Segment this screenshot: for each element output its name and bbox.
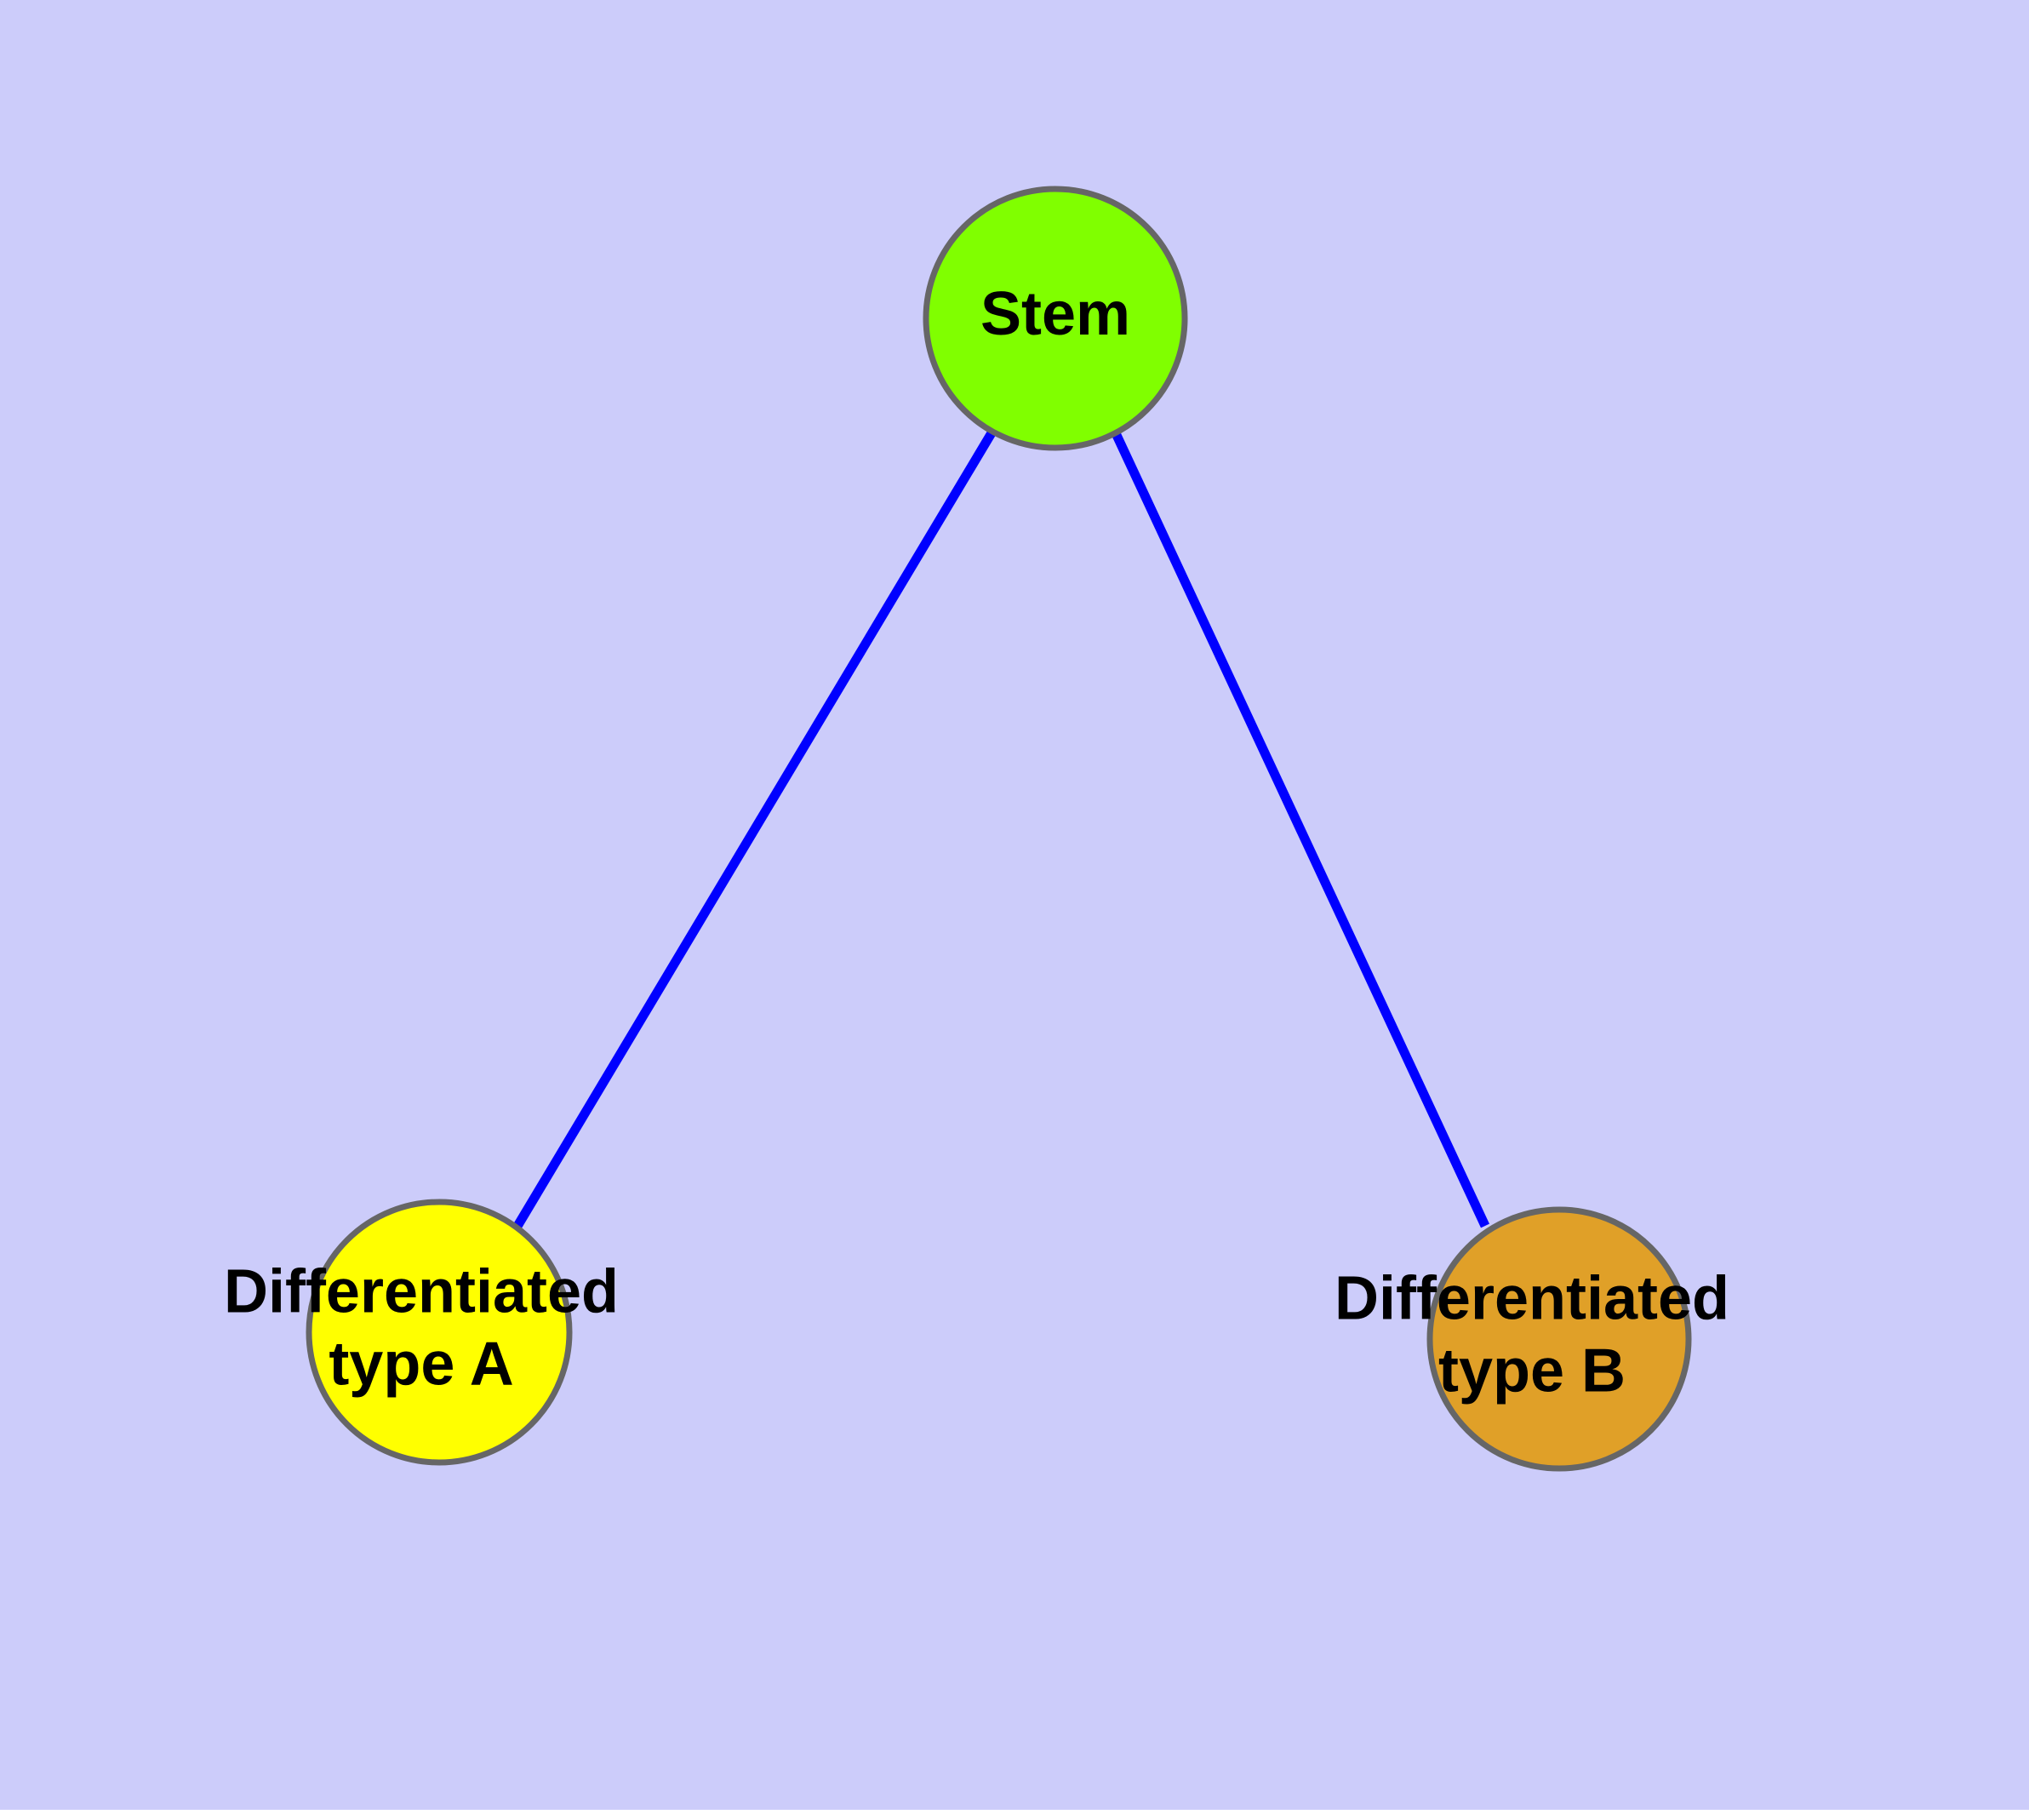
node-label-line: type A <box>329 1330 513 1398</box>
edge-stem-diff-b[interactable] <box>1112 431 1489 1228</box>
node-label-line: Differentiated <box>1335 1265 1729 1333</box>
node-diff_a[interactable] <box>306 1199 573 1466</box>
node-label-line: Stem <box>980 280 1130 348</box>
nodes-layer <box>306 186 1692 1472</box>
node-diff_b[interactable] <box>1426 1206 1692 1472</box>
node-label-line: Differentiated <box>224 1258 619 1326</box>
node-stem[interactable] <box>923 186 1188 451</box>
edge-stem-diff-a[interactable] <box>512 429 997 1230</box>
node-label-stem: Stem <box>980 280 1130 348</box>
edges-layer <box>512 429 1489 1230</box>
node-label-line: type B <box>1438 1336 1626 1405</box>
